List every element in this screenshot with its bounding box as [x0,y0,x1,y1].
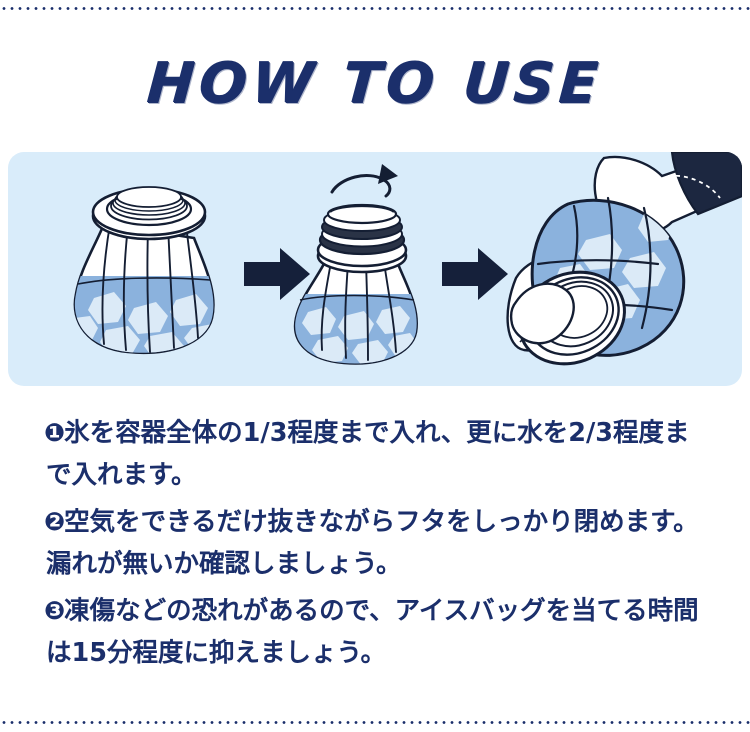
instruction-text-1: 氷を容器全体の1/3程度まで入れ、更に水を2/3程度まで入れます。 [46,418,690,490]
illustration-step-1-open-bag [73,186,215,354]
bottom-dotted-divider [0,721,750,724]
instruction-item-1: ❶氷を容器全体の1/3程度まで入れ、更に水を2/3程度まで入れます。 [44,412,714,496]
bag-2-cap [316,203,408,274]
page-title: HOW TO USE [145,51,605,116]
illustration-step-2-close-lid [293,164,418,365]
instruction-item-3: ❸凍傷などの恐れがあるので、アイスバッグを当てる時間は15分程度に抑えましょう。 [44,590,714,674]
arrow-2-icon [442,248,508,300]
illustration-panel [8,152,742,386]
bag-1-screw-neck [91,186,207,241]
instruction-marker-2: ❷ [44,507,65,536]
top-dotted-divider [0,7,750,10]
instruction-item-2: ❷空気をできるだけ抜きながらフタをしっかり閉めます。漏れが無いか確認しましょう。 [44,501,714,585]
instruction-text-3: 凍傷などの恐れがあるので、アイスバッグを当てる時間は15分程度に抑えましょう。 [46,596,699,668]
illustration-step-3-apply [506,152,742,366]
instruction-list: ❶氷を容器全体の1/3程度まで入れ、更に水を2/3程度まで入れます。 ❷空気をで… [44,412,714,674]
instruction-marker-3: ❸ [44,596,65,625]
how-to-use-illustration [73,152,742,366]
instruction-text-2: 空気をできるだけ抜きながらフタをしっかり閉めます。漏れが無いか確認しましょう。 [46,507,699,579]
page-title-container: HOW TO USE [0,51,750,116]
instruction-marker-1: ❶ [44,418,65,447]
rotate-arrow-icon [330,164,398,198]
arrow-1-icon [244,248,310,300]
